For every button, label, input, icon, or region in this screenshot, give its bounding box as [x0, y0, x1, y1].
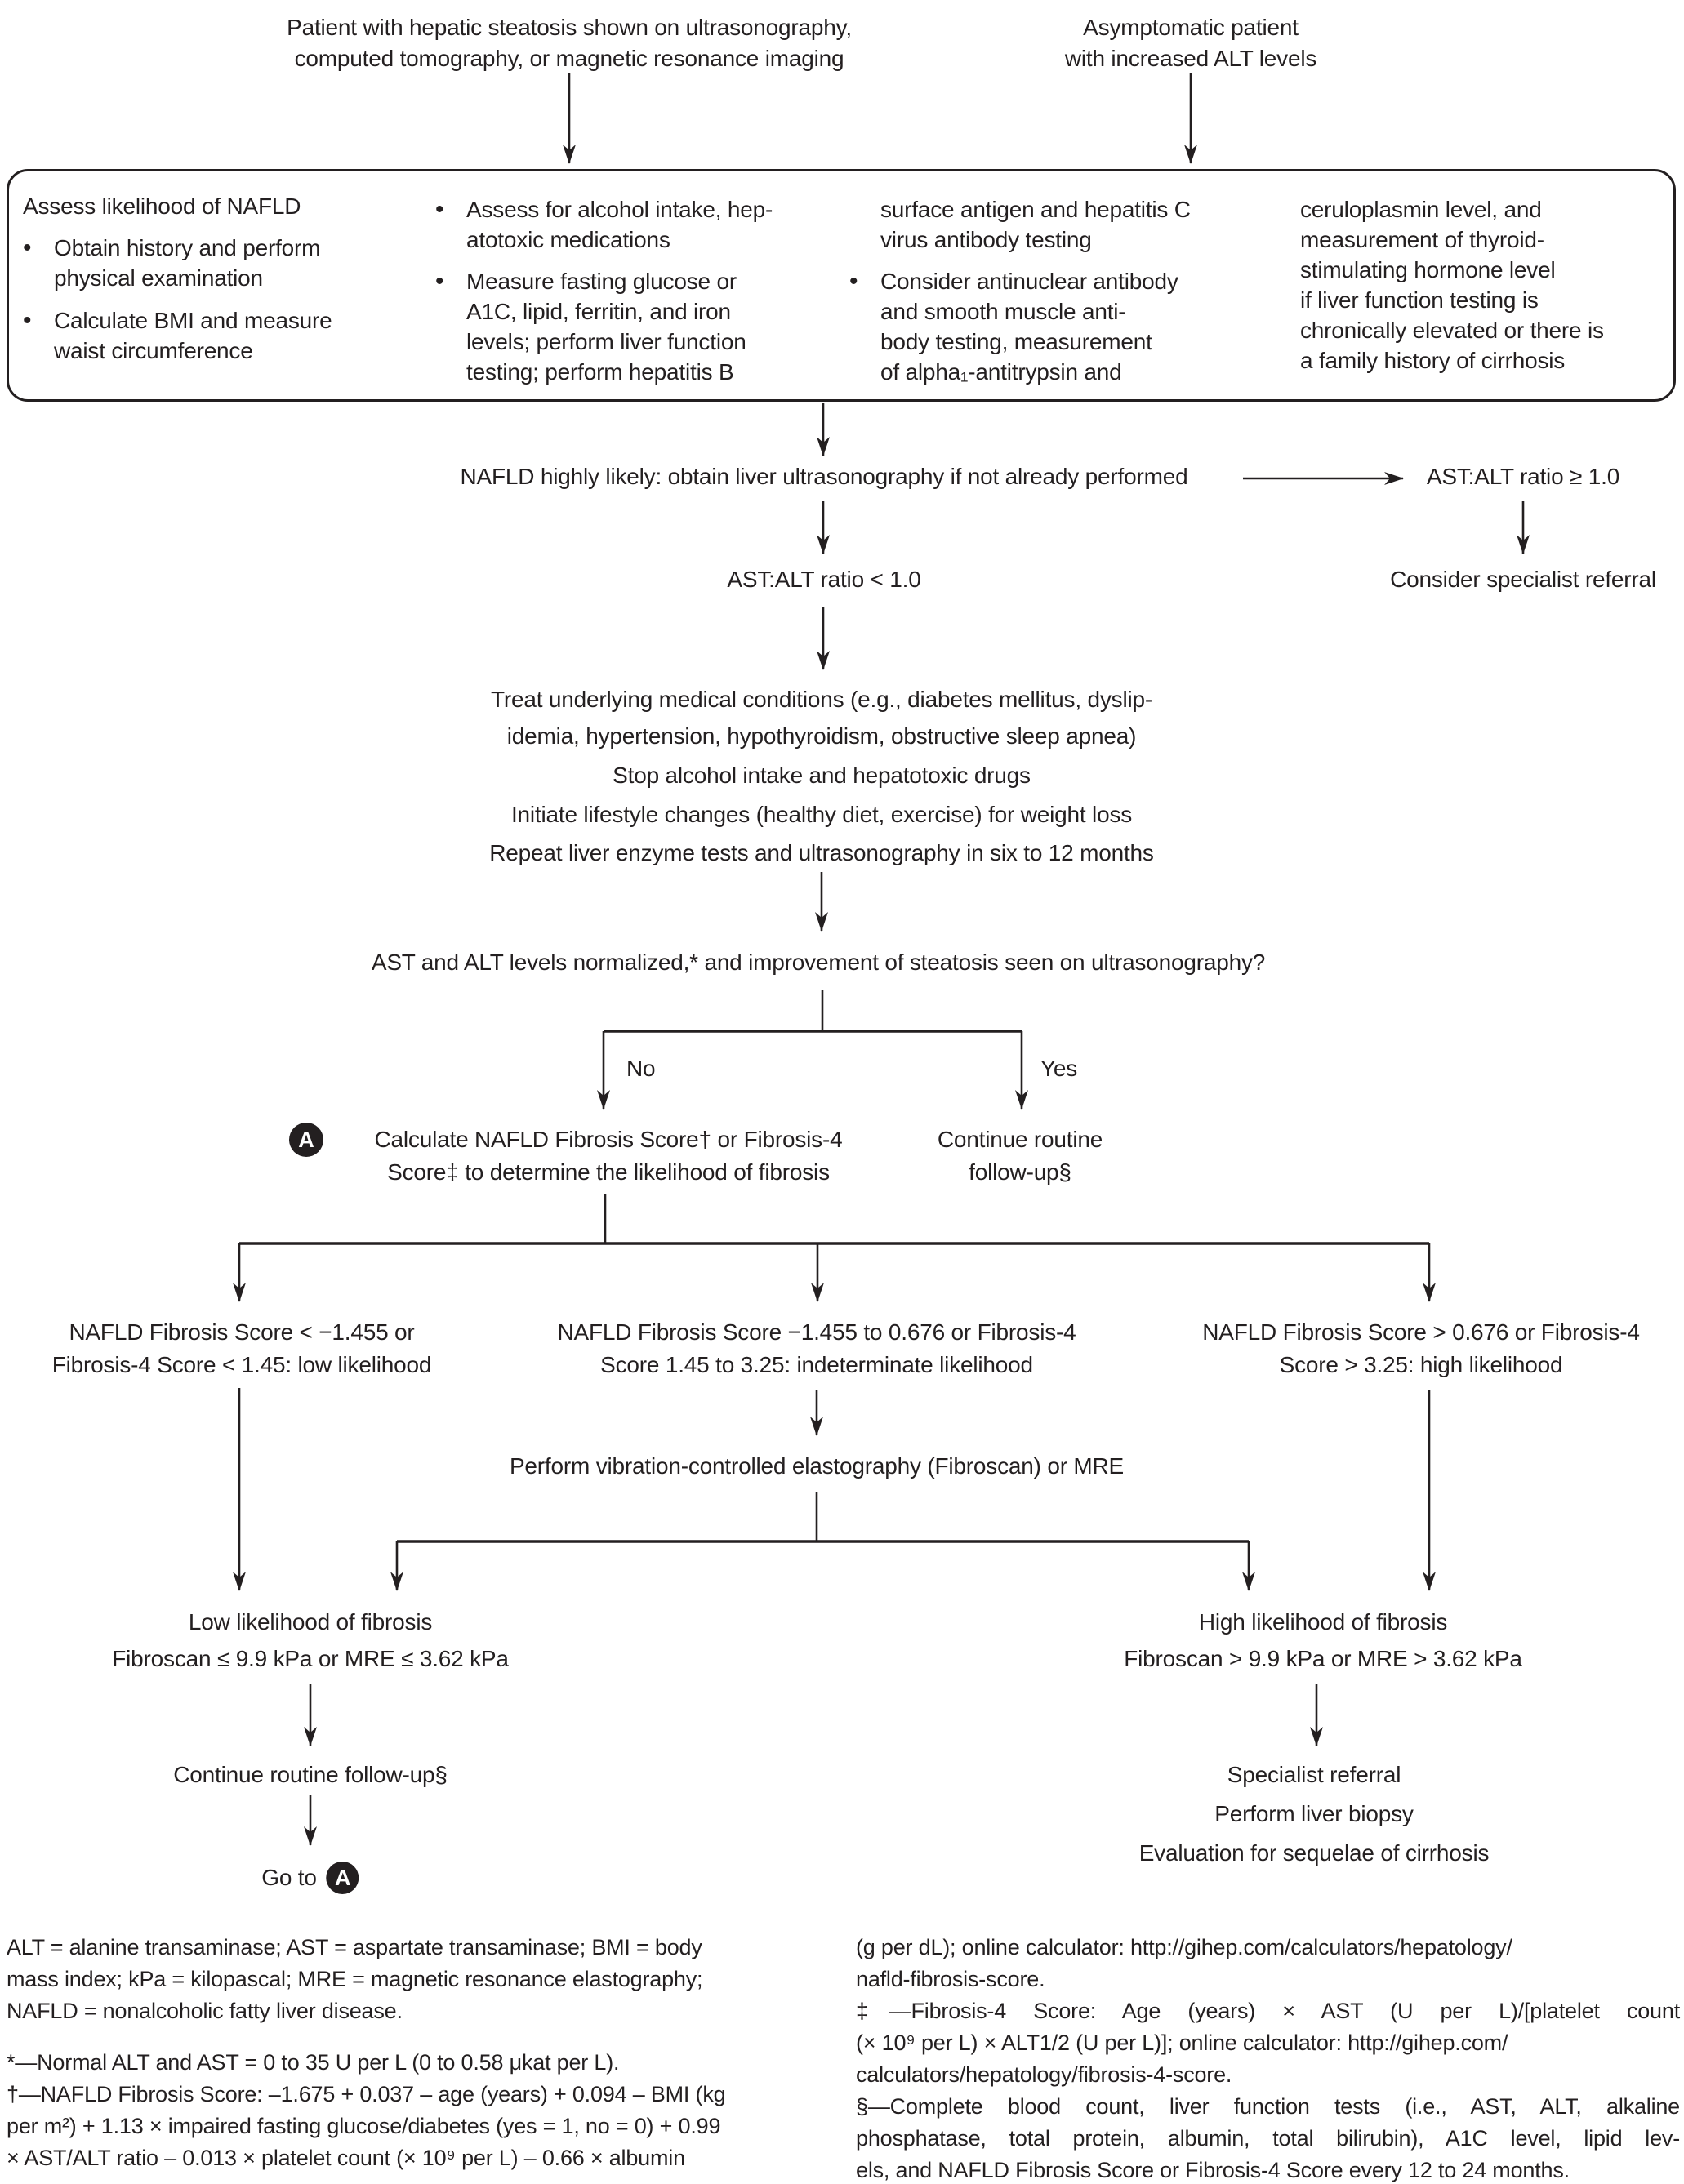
list-item-line: Consider antinuclear antibody — [880, 269, 1178, 294]
footnote-line: †—NAFLD Fibrosis Score: –1.675 + 0.037 –… — [7, 2082, 726, 2106]
node-continue-routine-line1: Continue routine — [937, 1127, 1103, 1152]
marker-a-badge: A — [326, 1862, 359, 1894]
footnote-line: NAFLD = nonalcoholic fatty liver disease… — [7, 1999, 403, 2023]
footnote-line: ‡—Fibrosis-4 Score: Age (years) × AST (U… — [856, 1999, 1680, 2023]
footnote-line: per m²) + 1.13 × impaired fasting glucos… — [7, 2114, 721, 2138]
list-item: • Consider antinuclear antibody and smoo… — [849, 266, 1191, 387]
node-low-fibrosis-line1: Low likelihood of fibrosis — [188, 1609, 433, 1635]
node-normalized-question: AST and ALT levels normalized,* and impr… — [371, 950, 1266, 975]
node-treatment-line1: Treat underlying medical conditions (e.g… — [491, 687, 1152, 712]
node-nafld-likely: NAFLD highly likely: obtain liver ultras… — [460, 464, 1188, 489]
list-item-line: Obtain history and perform — [54, 235, 321, 260]
node-treatment-line4: Initiate lifestyle changes (healthy diet… — [510, 802, 1133, 827]
node-perform-elastography: Perform vibration-controlled elastograph… — [509, 1453, 1125, 1479]
list-item-line: and smooth muscle anti- — [880, 299, 1126, 324]
node-treatment-line5: Repeat liver enzyme tests and ultrasonog… — [489, 840, 1154, 865]
list-item: • Assess for alcohol intake, hep- atotox… — [435, 194, 773, 255]
assessment-col4: ceruloplasmin level, and measurement of … — [1300, 194, 1604, 376]
bullet-icon: • — [435, 196, 444, 223]
assessment-col2: • Assess for alcohol intake, hep- atotox… — [435, 194, 773, 387]
continuation-line: ceruloplasmin level, and — [1300, 197, 1542, 222]
footnote-line: ALT = alanine transaminase; AST = aspart… — [7, 1935, 702, 1959]
footnote-line: phosphatase, total protein, albumin, tot… — [856, 2126, 1680, 2151]
footnote-line: nafld-fibrosis-score. — [856, 1967, 1045, 1991]
footnote-line: calculators/hepatology/fibrosis-4-score. — [856, 2062, 1232, 2087]
bullet-icon: • — [23, 307, 32, 334]
bullet-icon: • — [849, 268, 858, 295]
list-item-line: Calculate BMI and measure — [54, 308, 332, 333]
node-high-outcome-line3: Evaluation for sequelae of cirrhosis — [1138, 1840, 1490, 1866]
bullet-icon: • — [23, 234, 32, 261]
marker-a-badge: A — [289, 1123, 323, 1157]
goto-label: Go to — [261, 1865, 317, 1890]
list-item: • Obtain history and perform physical ex… — [23, 233, 332, 293]
start-node-imaging-line1: Patient with hepatic steatosis shown on … — [287, 15, 852, 40]
list-item-line: body testing, measurement — [880, 329, 1152, 354]
node-treatment-line3: Stop alcohol intake and hepatotoxic drug… — [613, 763, 1031, 788]
node-low-fibrosis-line2: Fibroscan ≤ 9.9 kPa or MRE ≤ 3.62 kPa — [112, 1646, 509, 1671]
assessment-box — [7, 169, 1676, 402]
list-item-line: testing; perform hepatitis B — [466, 359, 734, 385]
continuation-line: if liver function testing is — [1300, 287, 1539, 313]
footnote-line: §—Complete blood count, liver function t… — [856, 2094, 1680, 2119]
node-ratio-ge: AST:ALT ratio ≥ 1.0 — [1426, 464, 1620, 489]
node-goto-a: Go to A — [261, 1862, 359, 1894]
start-node-asymptomatic-line2: with increased ALT levels — [1064, 46, 1317, 71]
node-score-high-line1: NAFLD Fibrosis Score > 0.676 or Fibrosis… — [1202, 1319, 1640, 1345]
continuation-line: measurement of thyroid- — [1300, 227, 1544, 252]
node-score-high-line2: Score > 3.25: high likelihood — [1279, 1352, 1563, 1377]
footnotes-right-column: (g per dL); online calculator: http://gi… — [856, 1932, 1680, 2184]
node-continue-routine-line2: follow-up§ — [969, 1159, 1071, 1185]
list-item: • Calculate BMI and measure waist circum… — [23, 305, 332, 366]
footnote-line: (g per dL); online calculator: http://gi… — [856, 1935, 1512, 1959]
assessment-header: Assess likelihood of NAFLD — [23, 193, 301, 219]
node-calculate-line1: Calculate NAFLD Fibrosis Score† or Fibro… — [374, 1127, 843, 1152]
continuation-line: chronically elevated or there is — [1300, 318, 1604, 343]
branch-label-no: No — [626, 1056, 656, 1081]
list-item-line: Assess for alcohol intake, hep- — [466, 197, 773, 222]
node-consider-specialist-referral: Consider specialist referral — [1390, 567, 1656, 592]
start-node-asymptomatic-line1: Asymptomatic patient — [1083, 15, 1299, 40]
list-item-line: atotoxic medications — [466, 227, 670, 252]
continuation-line: stimulating hormone level — [1300, 257, 1556, 282]
footnote-line: *—Normal ALT and AST = 0 to 35 U per L (… — [7, 2050, 620, 2075]
continuation-line: virus antibody testing — [880, 227, 1092, 252]
node-high-outcome-line2: Perform liver biopsy — [1214, 1801, 1414, 1826]
node-high-fibrosis-line1: High likelihood of fibrosis — [1198, 1609, 1448, 1635]
branch-label-yes: Yes — [1040, 1056, 1078, 1081]
footnote-line: els, and NAFLD Fibrosis Score or Fibrosi… — [856, 2158, 1570, 2182]
node-ratio-lt: AST:ALT ratio < 1.0 — [727, 567, 921, 592]
continuation-line: a family history of cirrhosis — [1300, 348, 1566, 373]
node-score-mid-line2: Score 1.45 to 3.25: indeterminate likeli… — [600, 1352, 1033, 1377]
start-node-imaging-line2: computed tomography, or magnetic resonan… — [294, 46, 844, 71]
node-score-low-line2: Fibrosis-4 Score < 1.45: low likelihood — [51, 1352, 432, 1377]
list-item-line: A1C, lipid, ferritin, and iron — [466, 299, 731, 324]
continuation-line: surface antigen and hepatitis C — [880, 197, 1191, 222]
assessment-col1: Assess likelihood of NAFLD • Obtain hist… — [23, 191, 332, 366]
list-item-line: of alpha₁-antitrypsin and — [880, 359, 1122, 385]
list-item-line: waist circumference — [54, 338, 253, 363]
node-continue-followup: Continue routine follow-up§ — [173, 1762, 448, 1787]
list-item-line: levels; perform liver function — [466, 329, 746, 354]
footnote-line: (× 10⁹ per L) × ALT1/2 (U per L)]; onlin… — [856, 2031, 1508, 2055]
node-score-mid-line1: NAFLD Fibrosis Score −1.455 to 0.676 or … — [557, 1319, 1076, 1345]
list-item-line: Measure fasting glucose or — [466, 269, 737, 294]
bullet-icon: • — [435, 268, 444, 295]
list-item-line: physical examination — [54, 265, 263, 291]
node-high-fibrosis-line2: Fibroscan > 9.9 kPa or MRE > 3.62 kPa — [1124, 1646, 1522, 1671]
node-score-low-line1: NAFLD Fibrosis Score < −1.455 or — [69, 1319, 415, 1345]
footnotes-left-column: ALT = alanine transaminase; AST = aspart… — [7, 1932, 833, 2174]
footnote-line: mass index; kPa = kilopascal; MRE = magn… — [7, 1967, 703, 1991]
node-high-outcome-line1: Specialist referral — [1227, 1762, 1401, 1787]
assessment-col3: surface antigen and hepatitis C virus an… — [849, 194, 1191, 387]
node-calculate-line2: Score‡ to determine the likelihood of fi… — [387, 1159, 830, 1185]
list-item: • Measure fasting glucose or A1C, lipid,… — [435, 266, 773, 387]
node-treatment-line2: idemia, hypertension, hypothyroidism, ob… — [506, 723, 1137, 749]
footnote-line: × AST/ALT ratio – 0.013 × platelet count… — [7, 2146, 685, 2170]
